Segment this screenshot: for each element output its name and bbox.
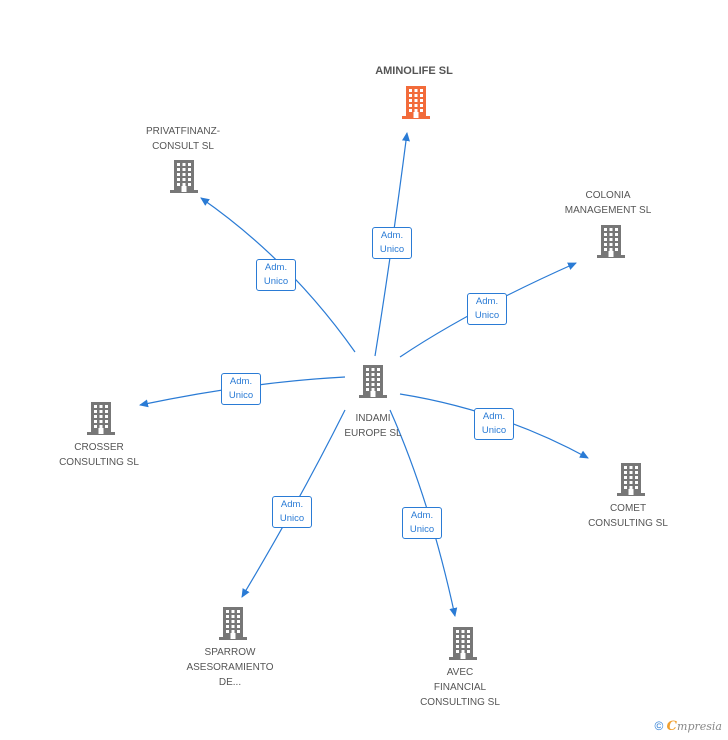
edge-role-badge-privat[interactable]: Adm. Unico bbox=[256, 259, 296, 291]
comet-label-line: CONSULTING SL bbox=[588, 518, 668, 529]
sparrow-label-line: SPARROW bbox=[204, 647, 256, 658]
edge-role-text: Unico bbox=[263, 276, 289, 287]
colonia-label[interactable]: COLONIA MANAGEMENT SL bbox=[543, 188, 673, 218]
privat-label-line: PRIVATFINANZ- bbox=[145, 126, 221, 137]
copyright-icon: © bbox=[654, 719, 664, 733]
aminolife-label-line: AMINOLIFE SL bbox=[375, 65, 453, 77]
edge-role-text: Unico bbox=[409, 524, 435, 535]
edge-role-text: Adm. bbox=[475, 296, 499, 307]
edge-role-badge-aminolife[interactable]: Adm. Unico bbox=[372, 227, 412, 259]
edge-role-text: Adm. bbox=[229, 376, 253, 387]
edge-role-text: Adm. bbox=[264, 262, 288, 273]
footer-credit: © Cmpresia bbox=[654, 719, 722, 734]
indami-building-icon[interactable] bbox=[356, 363, 390, 399]
avec-label-line: AVEC bbox=[446, 667, 474, 678]
indami-label[interactable]: INDAMI EUROPE SL bbox=[308, 411, 438, 441]
edge-role-text: Adm. bbox=[482, 411, 506, 422]
edge-role-text: Unico bbox=[481, 425, 507, 436]
comet-building-icon[interactable] bbox=[614, 461, 648, 497]
avec-label-line: FINANCIAL bbox=[433, 682, 487, 693]
privat-building-icon[interactable] bbox=[167, 158, 201, 194]
edge-role-badge-comet[interactable]: Adm. Unico bbox=[474, 408, 514, 440]
crosser-label[interactable]: CROSSER CONSULTING SL bbox=[34, 440, 164, 470]
avec-label-line: CONSULTING SL bbox=[420, 697, 500, 708]
comet-label[interactable]: COMET CONSULTING SL bbox=[563, 501, 693, 531]
edge-role-text: Unico bbox=[379, 244, 405, 255]
edge-role-badge-colonia[interactable]: Adm. Unico bbox=[467, 293, 507, 325]
crosser-building-icon[interactable] bbox=[84, 400, 118, 436]
colonia-label-line: COLONIA bbox=[585, 190, 631, 201]
edge-role-text: Adm. bbox=[410, 510, 434, 521]
edge-role-text: Unico bbox=[474, 310, 500, 321]
edge-role-badge-avec[interactable]: Adm. Unico bbox=[402, 507, 442, 539]
crosser-label-line: CONSULTING SL bbox=[59, 457, 139, 468]
edge-role-badge-sparrow[interactable]: Adm. Unico bbox=[272, 496, 312, 528]
colonia-building-icon[interactable] bbox=[594, 223, 628, 259]
crosser-label-line: CROSSER bbox=[74, 442, 124, 453]
privat-label[interactable]: PRIVATFINANZ- CONSULT SL bbox=[118, 124, 248, 154]
sparrow-label[interactable]: SPARROW ASESORAMIENTO DE... bbox=[165, 645, 295, 690]
colonia-label-line: MANAGEMENT SL bbox=[564, 205, 652, 216]
empresia-logo[interactable]: Cmpresia bbox=[666, 719, 722, 734]
indami-label-line: INDAMI bbox=[355, 413, 391, 424]
edge-role-text: Adm. bbox=[280, 499, 304, 510]
edge-role-text: Adm. bbox=[380, 230, 404, 241]
edge-role-badge-crosser[interactable]: Adm. Unico bbox=[221, 373, 261, 405]
sparrow-label-line: ASESORAMIENTO bbox=[186, 662, 274, 673]
aminolife-building-icon[interactable] bbox=[399, 84, 433, 120]
sparrow-building-icon[interactable] bbox=[216, 605, 250, 641]
avec-label[interactable]: AVEC FINANCIAL CONSULTING SL bbox=[395, 665, 525, 710]
sparrow-label-line: DE... bbox=[218, 677, 242, 688]
privat-label-line: CONSULT SL bbox=[152, 141, 214, 152]
comet-label-line: COMET bbox=[609, 503, 647, 514]
edge-role-text: Unico bbox=[279, 513, 305, 524]
edge-role-text: Unico bbox=[228, 390, 254, 401]
edge-indami-to-avec bbox=[389, 409, 458, 617]
aminolife-label[interactable]: AMINOLIFE SL bbox=[349, 64, 479, 79]
indami-label-line: EUROPE SL bbox=[344, 428, 402, 439]
avec-building-icon[interactable] bbox=[446, 625, 480, 661]
